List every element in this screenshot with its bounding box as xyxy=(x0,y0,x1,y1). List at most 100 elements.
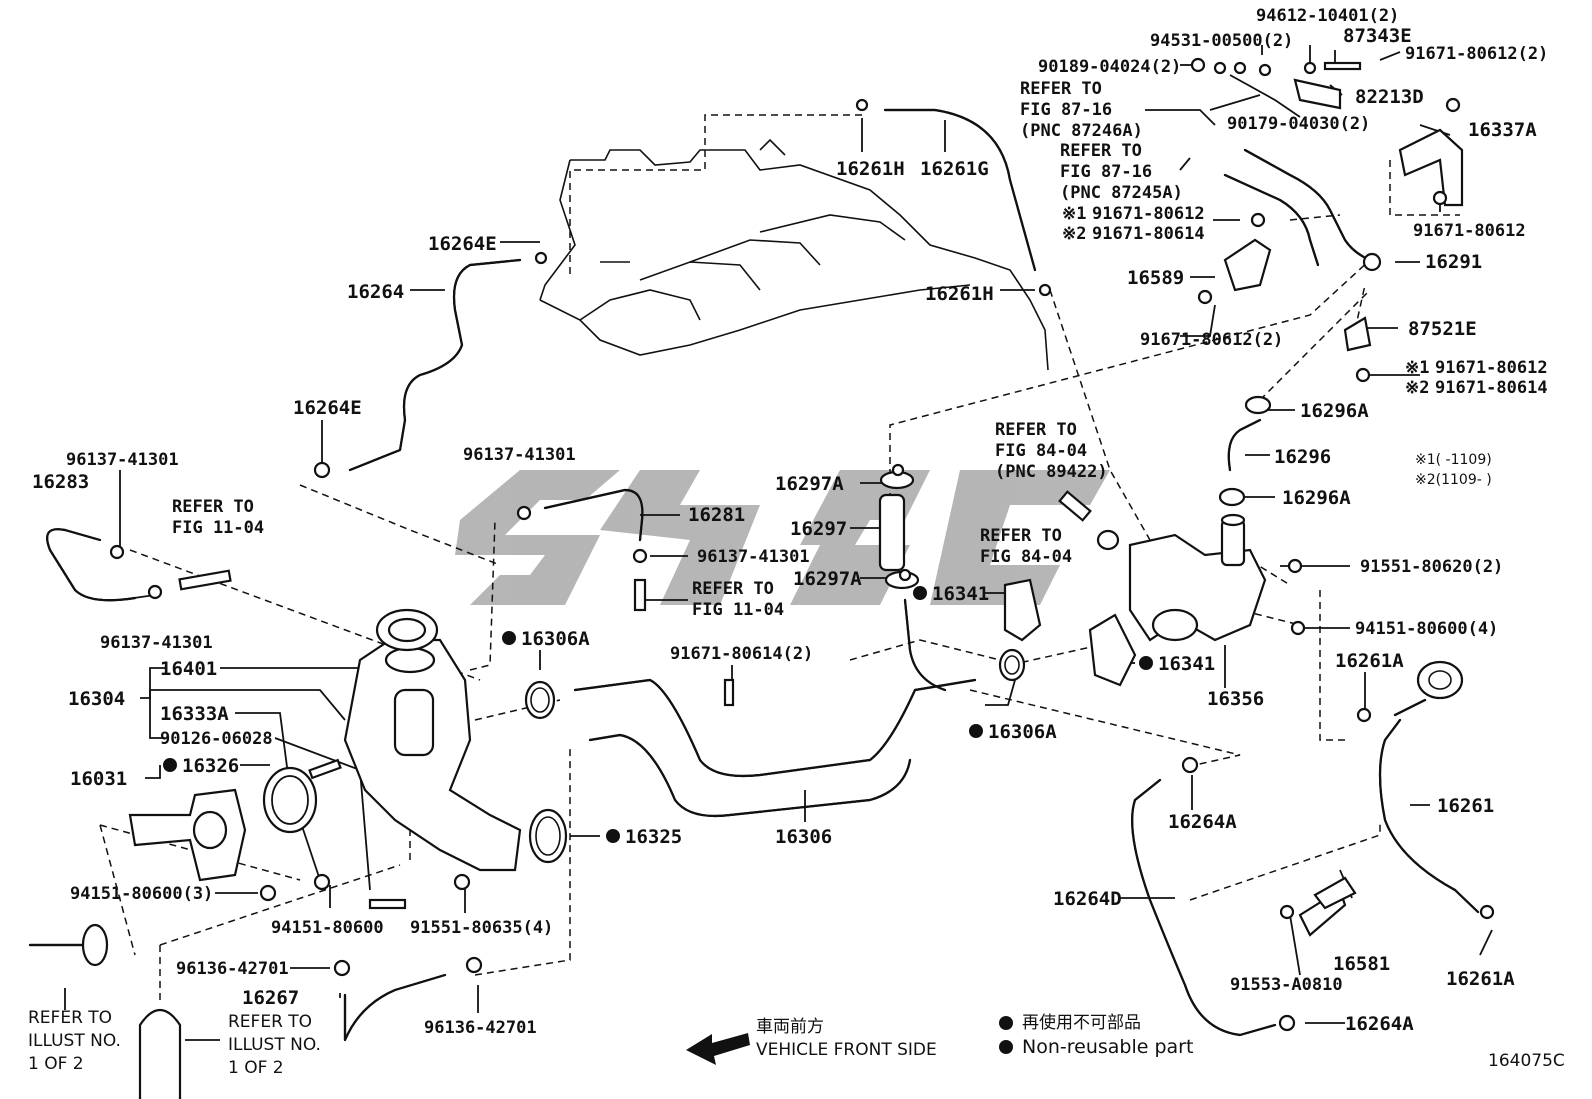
label-91671-80614-a: 91671-80614 xyxy=(1435,378,1548,398)
label-91671-80612-d: 91671-80612(2) xyxy=(1405,44,1548,64)
refer-11-04b-line2: FIG 11-04 xyxy=(692,600,784,620)
front-label-jp: 車両前方 xyxy=(756,1017,824,1037)
date-note-2: ※2(1109- ) xyxy=(1415,472,1492,488)
refer-84-04a-line3: (PNC 89422) xyxy=(995,462,1108,482)
label-91671-80612-b: 91671-80612 xyxy=(1092,204,1205,224)
refer-84-04b-line2: FIG 84-04 xyxy=(980,547,1072,567)
refer-illust-b-line2: ILLUST NO. xyxy=(228,1035,321,1055)
label-16306A-b: 16306A xyxy=(988,721,1057,743)
legend-en: Non-reusable part xyxy=(1022,1036,1193,1058)
label-94612: 94612-10401(2) xyxy=(1256,6,1399,26)
label-91671-80612-2: 91671-80612(2) xyxy=(1140,330,1283,350)
label-16306: 16306 xyxy=(775,826,832,848)
refer-84-04b-line1: REFER TO xyxy=(980,526,1062,546)
label-16356: 16356 xyxy=(1207,688,1264,710)
label-82213D: 82213D xyxy=(1355,86,1424,108)
label-16337A: 16337A xyxy=(1468,119,1537,141)
refer-87-16a-line3: (PNC 87246A) xyxy=(1020,121,1143,141)
legend: 再使用不可部品 Non-reusable part xyxy=(1022,1012,1193,1058)
label-91551-4: 91551-80635(4) xyxy=(410,918,553,938)
label-16267: 16267 xyxy=(242,987,299,1009)
hose-16264D xyxy=(1131,778,1277,1037)
refer-84-04a-line1: REFER TO xyxy=(995,420,1077,440)
diagram-id: 164075C xyxy=(1488,1051,1565,1071)
refer-illust-b-line3: 1 OF 2 xyxy=(228,1058,284,1078)
label-16264E-low: 16264E xyxy=(293,397,362,419)
callout-labels: 16261H 16261G 16261H 16264E 16264 16264E… xyxy=(32,6,1548,1038)
label-91671-80614-2: 91671-80614(2) xyxy=(670,644,813,664)
refer-illust-a-line3: 1 OF 2 xyxy=(28,1054,84,1074)
label-16306A-a: 16306A xyxy=(521,628,590,650)
refer-notes: REFER TO FIG 87-16 (PNC 87246A) REFER TO… xyxy=(28,79,1183,1078)
label-star1-a: ※1 xyxy=(1405,358,1429,378)
refer-84-04a-line2: FIG 84-04 xyxy=(995,441,1087,461)
intake-manifold-outline xyxy=(539,138,1049,371)
legend-jp: 再使用不可部品 xyxy=(1022,1012,1141,1033)
label-16333A: 16333A xyxy=(160,703,229,725)
label-16297: 16297 xyxy=(790,518,847,540)
gasket-16306A-left xyxy=(524,680,556,720)
label-94151: 94151-80600 xyxy=(271,918,384,938)
bolts-and-clamps xyxy=(109,57,1495,1032)
label-16281: 16281 xyxy=(688,504,745,526)
water-inlet-16356 xyxy=(1128,513,1267,642)
gasket-16341-upper xyxy=(1003,578,1042,642)
label-90189: 90189-04024(2) xyxy=(1038,57,1181,77)
label-16401: 16401 xyxy=(160,658,217,680)
pipe-refer-illust-bottom xyxy=(138,1008,182,1099)
front-label-en: VEHICLE FRONT SIDE xyxy=(756,1040,937,1060)
label-16296A-b: 16296A xyxy=(1282,487,1351,509)
label-16264A-b: 16264A xyxy=(1345,1013,1414,1035)
label-96137-b: 96137-41301 xyxy=(100,633,213,653)
label-16031: 16031 xyxy=(70,768,127,790)
label-96137-a: 96137-41301 xyxy=(66,450,179,470)
thermostat-housing-16031 xyxy=(128,766,318,882)
dashed-lines xyxy=(99,114,1460,1000)
label-16261G: 16261G xyxy=(920,158,989,180)
label-91551-80620: 91551-80620(2) xyxy=(1360,557,1503,577)
label-16261: 16261 xyxy=(1437,795,1494,817)
refer-illust-b-line1: REFER TO xyxy=(228,1012,312,1032)
water-outlet-16304 xyxy=(343,608,522,872)
front-arrow-icon xyxy=(686,1033,750,1065)
label-16297A-b: 16297A xyxy=(793,568,862,590)
label-16341-a: 16341 xyxy=(932,583,989,605)
date-notes: ※1( -1109) ※2(1109- ) xyxy=(1415,452,1492,488)
hose-16281 xyxy=(543,488,644,542)
gasket-16306A-right xyxy=(998,648,1026,682)
label-91671-80612-c: 91671-80612 xyxy=(1413,221,1526,241)
label-91671-80612-a: 91671-80612 xyxy=(1435,358,1548,378)
hose-16264 xyxy=(348,258,522,472)
pipe-refer-illust-left xyxy=(28,923,109,967)
bracket-16589 xyxy=(1223,238,1272,292)
label-16297A-a: 16297A xyxy=(775,473,844,495)
label-16264: 16264 xyxy=(347,281,404,303)
label-91553: 91553-A0810 xyxy=(1230,975,1343,995)
label-16581: 16581 xyxy=(1333,953,1390,975)
bracket-16581 xyxy=(1298,876,1357,937)
label-16291: 16291 xyxy=(1425,251,1482,273)
label-16261H-mid: 16261H xyxy=(925,283,994,305)
refer-illust-a-line1: REFER TO xyxy=(28,1008,112,1028)
refer-11-04a-line2: FIG 11-04 xyxy=(172,518,264,538)
label-16326: 16326 xyxy=(182,755,239,777)
hose-16261 xyxy=(1378,660,1480,914)
label-96137-d: 96137-41301 xyxy=(697,547,810,567)
label-91671-80614-b: 91671-80614 xyxy=(1092,224,1205,244)
label-94531: 94531-00500(2) xyxy=(1150,31,1293,51)
hose-16283 xyxy=(46,528,137,602)
label-star2-a: ※2 xyxy=(1405,378,1429,398)
label-96137-c: 96137-41301 xyxy=(463,445,576,465)
label-87343E: 87343E xyxy=(1343,25,1412,47)
hose-16261G xyxy=(883,108,1037,272)
label-16264A-a: 16264A xyxy=(1168,811,1237,833)
label-96136-b: 96136-42701 xyxy=(424,1018,537,1038)
pipe-16306 xyxy=(573,598,977,818)
refer-11-04a-line1: REFER TO xyxy=(172,497,254,517)
label-star1-b: ※1 xyxy=(1062,204,1086,224)
label-96136-a: 96136-42701 xyxy=(176,959,289,979)
bracket-87521E xyxy=(1343,316,1372,352)
refer-87-16b-line1: REFER TO xyxy=(1060,141,1142,161)
refer-87-16a-line2: FIG 87-16 xyxy=(1020,100,1112,120)
